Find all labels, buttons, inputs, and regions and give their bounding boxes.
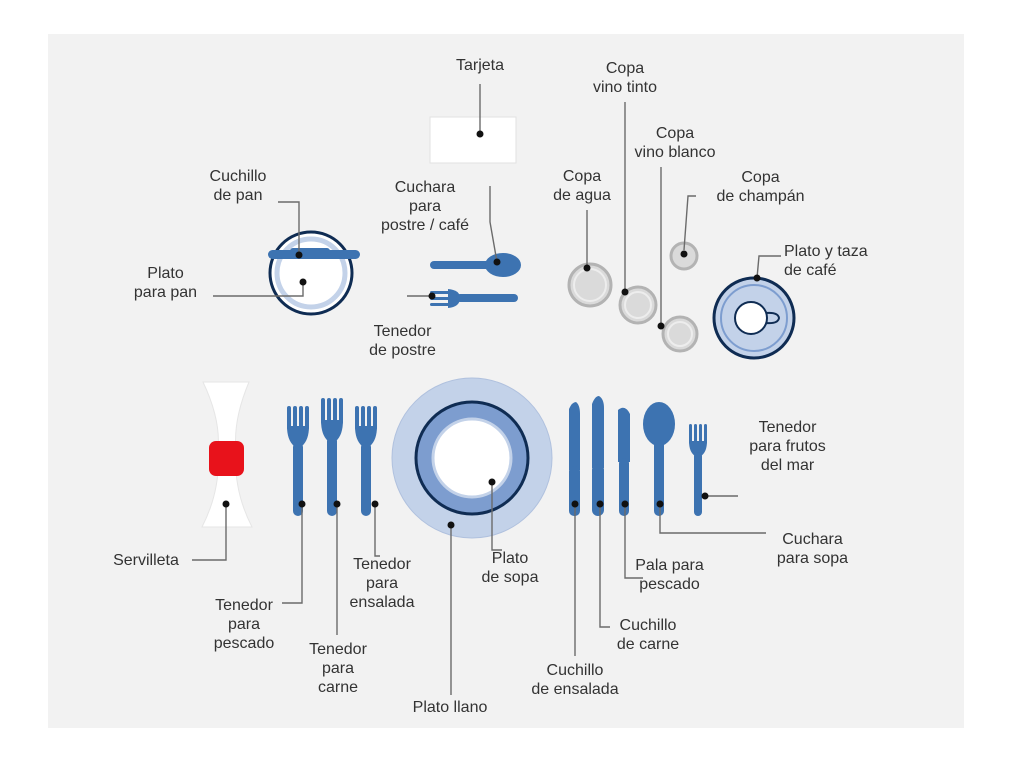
label-tarjeta: Tarjeta xyxy=(455,57,505,74)
meat-knife xyxy=(592,396,604,516)
label-cuchara-postre-cafe: Cuchara para postre / café xyxy=(380,179,470,234)
leader-dots xyxy=(222,130,761,529)
label-cuchillo-pan: Cuchillo de pan xyxy=(209,168,267,204)
salad-fork xyxy=(355,406,377,516)
place-card xyxy=(429,116,517,164)
napkin xyxy=(201,381,253,528)
soup-spoon xyxy=(643,402,675,516)
label-plato-llano: Plato llano xyxy=(412,699,488,716)
bread-plate xyxy=(268,230,354,316)
label-tenedor-frutos-mar: Tenedor para frutos del mar xyxy=(749,419,826,474)
label-servilleta: Servilleta xyxy=(113,552,179,569)
label-cuchillo-ensalada: Cuchillo de ensalada xyxy=(531,662,619,698)
label-tenedor-carne: Tenedor para carne xyxy=(309,641,367,696)
seafood-fork xyxy=(689,424,707,516)
leader-lines xyxy=(192,84,781,695)
red-wine-glass xyxy=(618,285,658,325)
label-copa-agua: Copa de agua xyxy=(553,168,611,204)
label-tenedor-postre: Tenedor de postre xyxy=(369,323,436,359)
label-cuchara-sopa: Cuchara para sopa xyxy=(776,531,849,567)
dessert-spoon xyxy=(430,253,521,277)
coffee-cup-and-saucer xyxy=(712,276,796,360)
label-copa-vino-tinto: Copa vino tinto xyxy=(592,60,658,96)
white-wine-glass xyxy=(661,315,699,353)
label-tenedor-ensalada: Tenedor para ensalada xyxy=(349,556,415,611)
label-cuchillo-carne: Cuchillo de carne xyxy=(616,617,680,653)
salad-knife xyxy=(569,402,580,516)
fish-fork xyxy=(287,406,309,516)
dessert-fork xyxy=(430,289,518,308)
label-copa-champan: Copa de champán xyxy=(716,169,805,205)
label-plato-pan: Plato para pan xyxy=(133,265,198,301)
water-glass xyxy=(567,262,613,308)
soup-plate xyxy=(414,400,530,516)
label-pala-pescado: Pala para pescado xyxy=(635,557,704,593)
fish-knife xyxy=(618,407,630,516)
meat-fork xyxy=(321,398,343,516)
label-plato-taza-cafe: Plato y taza de café xyxy=(784,243,868,279)
label-plato-sopa: Plato de sopa xyxy=(481,550,539,586)
label-tenedor-pescado: Tenedor para pescado xyxy=(213,597,275,652)
label-copa-vino-blanco: Copa vino blanco xyxy=(634,125,716,161)
